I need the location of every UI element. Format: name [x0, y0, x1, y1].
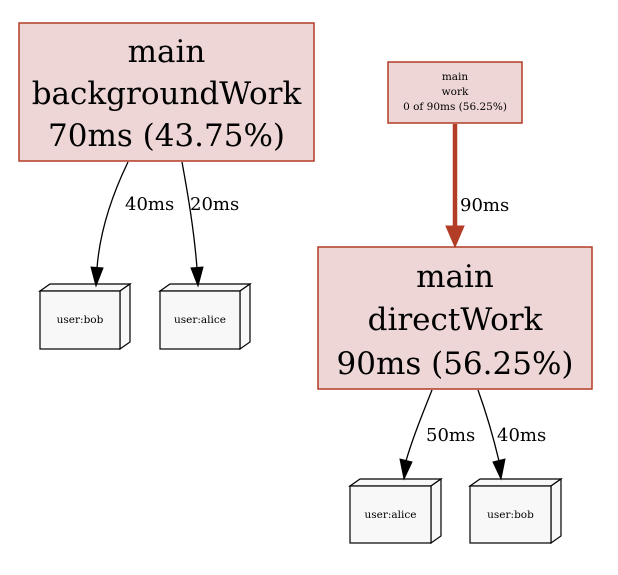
- label-node-bg-user-bob-face: [39, 290, 121, 350]
- node-direct-work-package: main: [416, 259, 494, 295]
- edge-bg-to-bob-line: [96, 161, 129, 269]
- label-node-dw-user-bob-text: user:bob: [487, 509, 534, 521]
- label-node-dw-user-alice-side: [430, 477, 442, 545]
- edge-bg-to-alice[interactable]: 20ms: [181, 161, 239, 288]
- label-node-dw-user-alice-text: user:alice: [365, 509, 417, 521]
- label-node-bg-user-bob[interactable]: user:bob: [38, 282, 132, 351]
- label-node-bg-user-bob-side: [119, 282, 131, 351]
- edge-bg-to-alice-arrowhead: [190, 266, 204, 288]
- edge-work-to-direct-arrowhead: [445, 225, 465, 249]
- label-node-bg-user-alice[interactable]: user:alice: [158, 282, 252, 351]
- edge-dw-to-bob[interactable]: 40ms: [477, 389, 546, 481]
- label-node-bg-user-alice-side: [239, 282, 251, 351]
- node-work-package: main: [442, 71, 469, 83]
- edge-bg-to-bob-label: 40ms: [125, 194, 174, 215]
- label-node-dw-user-bob-top: [468, 478, 563, 487]
- edge-bg-to-alice-line: [181, 161, 198, 269]
- node-background-work[interactable]: main backgroundWork 70ms (43.75%): [18, 22, 315, 162]
- edge-dw-to-bob-label: 40ms: [497, 425, 546, 446]
- node-direct-work-function: directWork: [368, 302, 543, 338]
- node-work-box: [387, 61, 523, 124]
- node-direct-work-time: 90ms (56.25%): [337, 346, 574, 382]
- node-direct-work[interactable]: main directWork 90ms (56.25%): [317, 246, 593, 390]
- label-node-dw-user-alice-face: [349, 485, 432, 544]
- label-node-bg-user-bob-text: user:bob: [57, 314, 104, 326]
- label-node-bg-user-bob-top: [38, 283, 132, 292]
- label-node-dw-user-bob-side: [550, 477, 562, 545]
- edge-dw-to-bob-line: [477, 389, 500, 462]
- edge-bg-to-alice-label: 20ms: [190, 194, 239, 215]
- label-node-dw-user-bob[interactable]: user:bob: [468, 477, 563, 545]
- node-work-function: work: [442, 86, 469, 98]
- label-node-dw-user-alice[interactable]: user:alice: [348, 477, 443, 545]
- edge-bg-to-bob[interactable]: 40ms: [90, 161, 174, 288]
- edge-work-to-direct[interactable]: 90ms: [445, 124, 509, 249]
- node-background-work-box: [18, 22, 315, 162]
- node-work[interactable]: main work 0 of 90ms (56.25%): [387, 61, 523, 124]
- node-background-work-function: backgroundWork: [32, 76, 302, 112]
- edge-dw-to-alice-label: 50ms: [426, 425, 475, 446]
- edge-dw-to-alice-arrowhead: [399, 458, 413, 481]
- node-background-work-time: 70ms (43.75%): [48, 118, 285, 154]
- label-node-dw-user-alice-top: [348, 478, 443, 487]
- edge-dw-to-alice[interactable]: 50ms: [399, 389, 475, 481]
- node-work-time: 0 of 90ms (56.25%): [403, 101, 507, 113]
- edge-dw-to-alice-line: [405, 389, 433, 462]
- label-node-bg-user-alice-text: user:alice: [174, 314, 226, 326]
- node-background-work-package: main: [128, 34, 206, 70]
- edge-dw-to-bob-arrowhead: [492, 458, 506, 481]
- label-node-dw-user-bob-face: [469, 485, 552, 544]
- edge-bg-to-bob-arrowhead: [90, 266, 104, 288]
- label-node-bg-user-alice-face: [159, 290, 241, 350]
- label-node-bg-user-alice-top: [158, 283, 252, 292]
- edge-work-to-direct-label: 90ms: [460, 195, 509, 216]
